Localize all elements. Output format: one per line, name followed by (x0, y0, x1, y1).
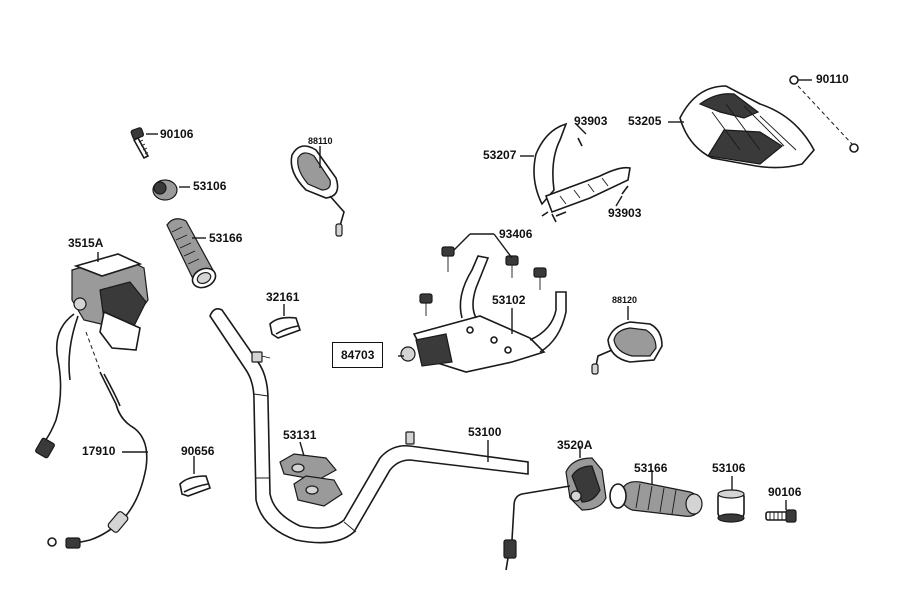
mirror-88120 (591, 306, 663, 375)
harness-17910 (35, 313, 148, 549)
label-53100: 53100 (468, 425, 502, 439)
bracket-53207 (520, 122, 631, 223)
cover-53205 (668, 85, 815, 169)
label-88110: 88110 (308, 136, 333, 146)
end-cap-53106-top (152, 179, 190, 201)
label-32161: 32161 (266, 290, 300, 304)
label-53131: 53131 (283, 428, 317, 442)
label-53102: 53102 (492, 293, 526, 307)
label-90106-bottom: 90106 (768, 485, 802, 499)
mirror-88110 (290, 145, 345, 237)
label-84703: 84703 (332, 342, 384, 368)
bolt-93406-d (419, 293, 433, 316)
bolt-90106-top (130, 127, 158, 160)
label-53166-bottom: 53166 (634, 461, 668, 475)
clamp-32161 (269, 304, 302, 339)
end-cap-53106-bottom (717, 476, 745, 523)
screw-90110 (789, 75, 859, 153)
bolt-93406-c (533, 267, 547, 290)
label-90110: 90110 (816, 72, 849, 86)
label-53106-bottom: 53106 (712, 461, 746, 475)
label-53166-top: 53166 (209, 231, 243, 245)
label-3520A: 3520A (557, 438, 593, 452)
label-3515A: 3515A (68, 236, 104, 250)
bolt-90106-bottom (765, 500, 797, 523)
label-90106-top: 90106 (160, 127, 194, 141)
grip-53166-top (166, 218, 217, 289)
bolts-93406 (419, 233, 547, 316)
label-53205: 53205 (628, 114, 662, 128)
label-53207: 53207 (483, 148, 517, 162)
right-switch-3520A (503, 446, 607, 571)
screw-93903-top (575, 123, 587, 147)
label-93406: 93406 (499, 227, 533, 241)
label-90656: 90656 (181, 444, 215, 458)
label-93903-bottom: 93903 (608, 206, 642, 220)
handlebar-53100 (209, 308, 529, 544)
clamp-90656 (179, 456, 212, 497)
clamp-53131 (279, 441, 343, 507)
screw-93903-bottom (555, 185, 629, 217)
label-53106-top: 53106 (193, 179, 227, 193)
left-switch-3515A (71, 252, 149, 351)
label-93903-top: 93903 (574, 114, 608, 128)
grip-53166-bottom (609, 470, 703, 517)
bolt-93406-b (505, 255, 519, 278)
bolt-93406-a (441, 246, 455, 272)
label-88120: 88120 (612, 295, 638, 305)
frame-53102 (400, 255, 567, 373)
label-17910: 17910 (82, 444, 116, 458)
